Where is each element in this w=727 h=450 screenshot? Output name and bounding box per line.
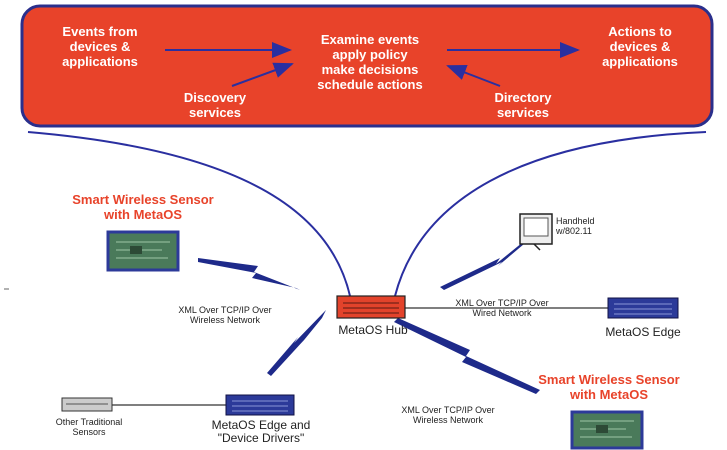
sensor-board-top: [106, 230, 180, 272]
label-link-wireless-left: XML Over TCP/IP Over Wireless Network: [178, 305, 272, 325]
metaos-edge-box-bottom: [225, 394, 295, 416]
metaos-hub-box: [336, 295, 406, 319]
label-handheld: Handheld w/802.11: [556, 216, 595, 236]
metaos-edge-box-right: [607, 297, 679, 319]
label-metaos-hub: MetaOS Hub: [338, 323, 408, 337]
lightning-bolt-handheld: [440, 238, 528, 290]
label-other-sensors: Other Traditional Sensors: [55, 417, 123, 437]
label-metaos-edge-right: MetaOS Edge: [605, 325, 681, 339]
label-examine-events: Examine events apply policy make decisio…: [317, 32, 423, 92]
event-processing-banner: [20, 4, 714, 128]
label-discovery-services: Discovery services: [183, 90, 247, 120]
lightning-bolt-top-left: [198, 258, 300, 290]
lightning-bolt-bottom-right: [394, 318, 540, 394]
arrow-discovery-to-examine: [231, 62, 294, 87]
arrow-directory-to-examine: [446, 64, 501, 87]
curve-left-to-hub: [27, 131, 351, 297]
label-link-wired-right: XML Over TCP/IP Over Wired Network: [455, 298, 549, 318]
curve-right-to-hub: [394, 131, 707, 297]
lightning-bolt-edge-bottom: [267, 310, 326, 376]
label-events-from: Events from devices & applications: [62, 24, 138, 69]
label-directory-services: Directory services: [494, 90, 552, 120]
sensor-board-bottom: [570, 410, 644, 450]
label-sensor-bottom: Smart Wireless Sensor with MetaOS: [538, 372, 680, 402]
label-link-wireless-bottom: XML Over TCP/IP Over Wireless Network: [401, 405, 495, 425]
label-sensor-top: Smart Wireless Sensor with MetaOS: [72, 192, 214, 222]
label-metaos-edge-bottom: MetaOS Edge and "Device Drivers": [211, 418, 311, 445]
label-actions-to: Actions to devices & applications: [602, 24, 678, 69]
